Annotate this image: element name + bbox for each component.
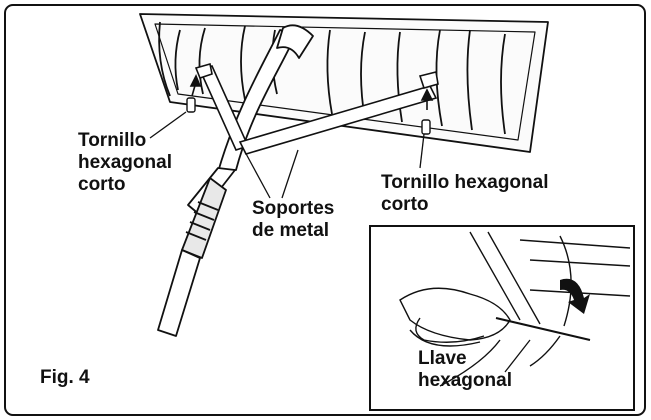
shovel-blade [140,14,548,152]
label-right-short-hex-screw: Tornillo hexagonal corto [381,172,549,216]
label-hex-key: Llave hexagonal [418,348,512,392]
label-left-short-hex-screw: Tornillo hexagonal corto [78,130,172,196]
figure-caption: Fig. 4 [40,367,90,389]
label-metal-brackets: Soportes de metal [252,198,334,242]
